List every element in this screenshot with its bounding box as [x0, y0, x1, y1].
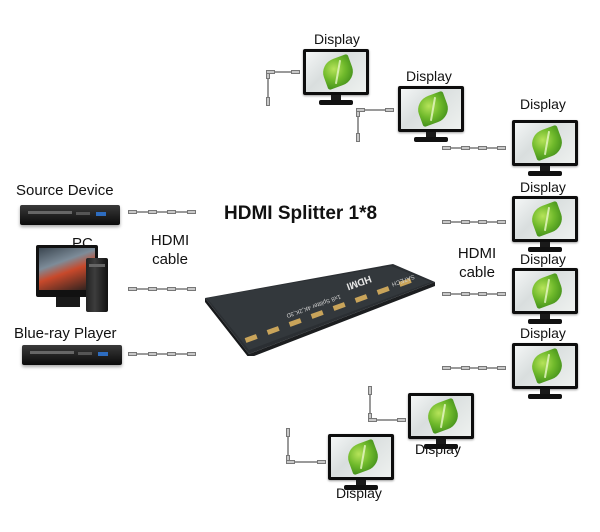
hdmi-cable-output [266, 70, 300, 74]
hdmi-cable-output [286, 460, 326, 464]
display-label: Display [520, 96, 566, 112]
hdmi-cable-input [128, 210, 196, 214]
hdmi-splitter: HDMI 1x8 Splitter 4K,2K,3D SATECH [205, 260, 435, 358]
hdmi-cable-input [128, 287, 196, 291]
hdmi-cable-output [368, 418, 406, 422]
display-label: Display [520, 179, 566, 195]
diagram-title: HDMI Splitter 1*8 [224, 203, 378, 224]
display-label: Display [520, 251, 566, 267]
display-monitor [398, 86, 464, 144]
display-monitor [303, 49, 369, 107]
display-monitor [512, 268, 578, 326]
hdmi-cable-output [286, 428, 290, 464]
hdmi-cable-output [356, 108, 394, 112]
bluray-label: Blue-ray Player [14, 325, 117, 342]
hdmi-cable-output [266, 70, 270, 106]
display-label: Display [520, 325, 566, 341]
hdmi-cable-output [368, 386, 372, 422]
bluray-player [22, 345, 122, 365]
display-monitor [512, 196, 578, 254]
display-label: Display [336, 485, 382, 501]
display-monitor [512, 120, 578, 178]
display-monitor [512, 343, 578, 401]
source-device-label: Source Device [16, 182, 114, 199]
display-label: Display [314, 31, 360, 47]
display-monitor [408, 393, 474, 451]
display-monitor [328, 434, 394, 492]
source-device-player [20, 205, 120, 225]
hdmi-cable-output [356, 108, 360, 142]
hdmi-cable-output [442, 292, 506, 296]
display-label: Display [415, 441, 461, 457]
hdmi-cable-output [442, 220, 506, 224]
hdmi-cable-input [128, 352, 196, 356]
hdmi-cable-output [442, 366, 506, 370]
hdmi-cable-output [442, 146, 506, 150]
display-label: Display [406, 68, 452, 84]
